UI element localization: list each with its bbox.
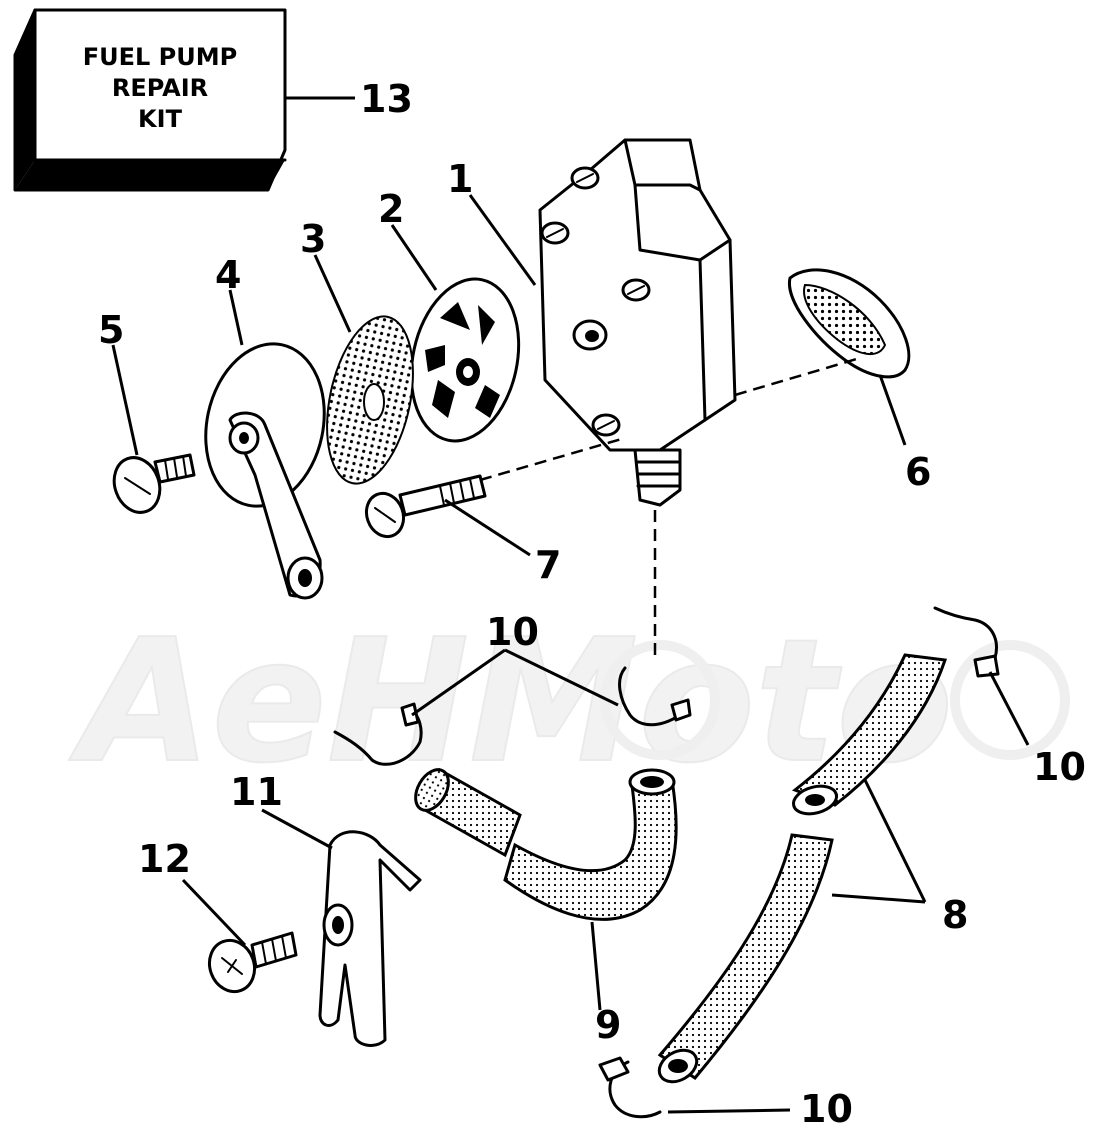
hose-short-piece xyxy=(414,767,522,858)
valve-plate xyxy=(409,277,521,443)
callout-8: 8 xyxy=(942,893,968,937)
callout-6: 6 xyxy=(905,450,931,494)
hose-clip-upper-middle xyxy=(618,666,692,727)
callout-12: 12 xyxy=(138,837,191,881)
callout-4: 4 xyxy=(215,253,241,297)
callout-2: 2 xyxy=(378,187,404,231)
callout-1: 1 xyxy=(447,157,473,201)
leader-lines xyxy=(111,194,1030,1114)
kit-label-line3: KIT xyxy=(138,105,183,133)
kit-label-line2: REPAIR xyxy=(112,74,208,102)
hose-clip-left xyxy=(333,702,423,766)
screen-filter xyxy=(326,315,414,485)
kit-label-line1: FUEL PUMP xyxy=(83,43,237,71)
hose-clip-right xyxy=(933,606,1000,678)
bracket-screw xyxy=(207,931,298,994)
repair-kit-box: FUEL PUMP REPAIR KIT xyxy=(13,8,287,192)
callout-10-bottom: 10 xyxy=(800,1087,853,1129)
hose-bracket xyxy=(318,830,422,1047)
long-screw xyxy=(364,474,487,539)
assembly-line-screw xyxy=(479,436,626,482)
pump-cover xyxy=(204,342,326,600)
hose-long-upper xyxy=(791,653,948,816)
hose-elbow xyxy=(503,768,678,921)
callout-13: 13 xyxy=(360,77,413,121)
watermark-logo: AeHMoto xyxy=(67,602,1070,802)
callout-10-top: 10 xyxy=(486,610,539,654)
cover-screw xyxy=(112,453,196,514)
svg-text:AeHMoto: AeHMoto xyxy=(68,603,953,801)
assembly-line-gasket xyxy=(734,356,861,397)
hose-clip-bottom xyxy=(598,1056,662,1119)
hose-long-lower xyxy=(657,833,834,1084)
callout-3: 3 xyxy=(300,217,326,261)
callout-10-right: 10 xyxy=(1033,745,1086,789)
gasket xyxy=(787,268,911,379)
fuel-pump-body xyxy=(538,138,737,507)
callout-9: 9 xyxy=(595,1003,621,1047)
callout-5: 5 xyxy=(98,308,124,352)
callout-7: 7 xyxy=(535,543,561,587)
callout-11: 11 xyxy=(230,770,283,814)
